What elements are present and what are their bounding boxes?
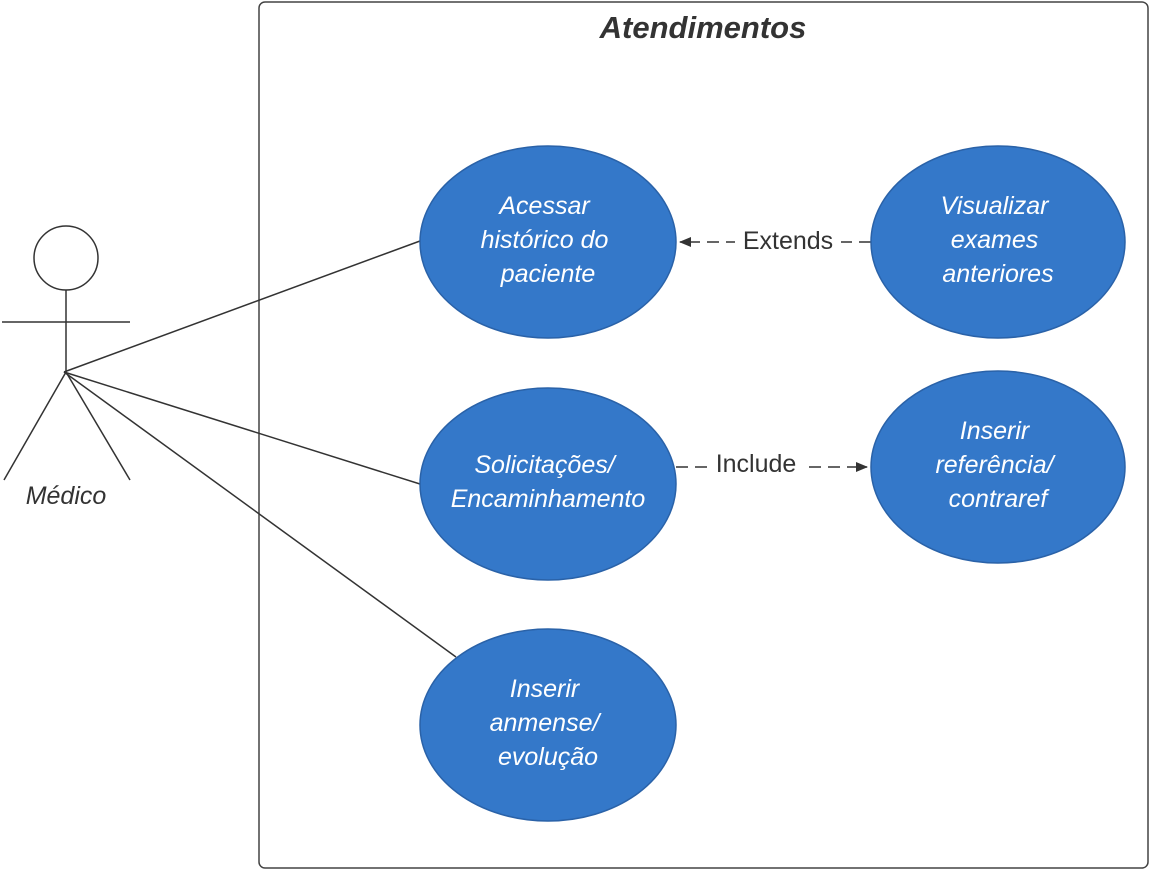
use-case-label-line: Solicitações/ <box>474 451 617 479</box>
actor-right-leg <box>65 371 131 481</box>
system-title: Atendimentos <box>599 10 807 45</box>
actor-label: Médico <box>26 482 107 510</box>
use-case-label-line: paciente <box>500 260 596 288</box>
use-case-label-line: Encaminhamento <box>451 485 646 513</box>
svg-text:Solicitações/ Encaminham: Solicitações/ Encaminhamento <box>451 451 646 513</box>
svg-text:Inserir anmense/ e: Inserir anmense/ evolução <box>490 675 607 771</box>
extends-label: Extends <box>743 227 833 255</box>
use-case-label-line: evolução <box>498 743 598 771</box>
use-case-label-line: histórico do <box>481 226 609 254</box>
use-case-solicitacoes[interactable]: Solicitações/ Encaminhamento <box>419 387 677 581</box>
association-inserir-anamnese <box>63 371 457 658</box>
actor-left-leg <box>3 371 67 481</box>
svg-text:Visualizar exames: Visualizar exames anteriores <box>941 192 1056 288</box>
use-case-inserir-referencia[interactable]: Inserir referência/ contraref <box>870 370 1126 564</box>
actor-medico[interactable]: Médico <box>2 225 131 510</box>
use-case-inserir-anamnese[interactable]: Inserir anmense/ evolução <box>419 628 677 822</box>
use-case-label-line: anmense/ <box>490 709 603 737</box>
use-case-label-line: Inserir <box>510 675 581 703</box>
association-solicitacoes <box>63 371 421 485</box>
use-case-label-line: contraref <box>949 485 1051 513</box>
use-case-label-line: Visualizar <box>941 192 1051 220</box>
use-case-label-line: exames <box>951 226 1039 254</box>
use-case-label-line: Acessar <box>497 192 591 220</box>
use-case-label-line: anteriores <box>942 260 1053 288</box>
use-case-label-line: referência/ <box>935 451 1056 479</box>
svg-text:Inserir referência/: Inserir referência/ contraref <box>935 417 1060 513</box>
actor-head <box>33 225 99 291</box>
extends-label-bg <box>735 226 841 256</box>
use-case-label-line: Inserir <box>960 417 1031 445</box>
include-label: Include <box>716 450 797 478</box>
association-acessar <box>63 240 421 373</box>
svg-text:Acessar histórico do: Acessar histórico do paciente <box>481 192 616 288</box>
use-case-acessar-historico[interactable]: Acessar histórico do paciente <box>419 145 677 339</box>
include-label-bg <box>708 450 805 480</box>
use-case-visualizar-exames[interactable]: Visualizar exames anteriores <box>870 145 1126 339</box>
